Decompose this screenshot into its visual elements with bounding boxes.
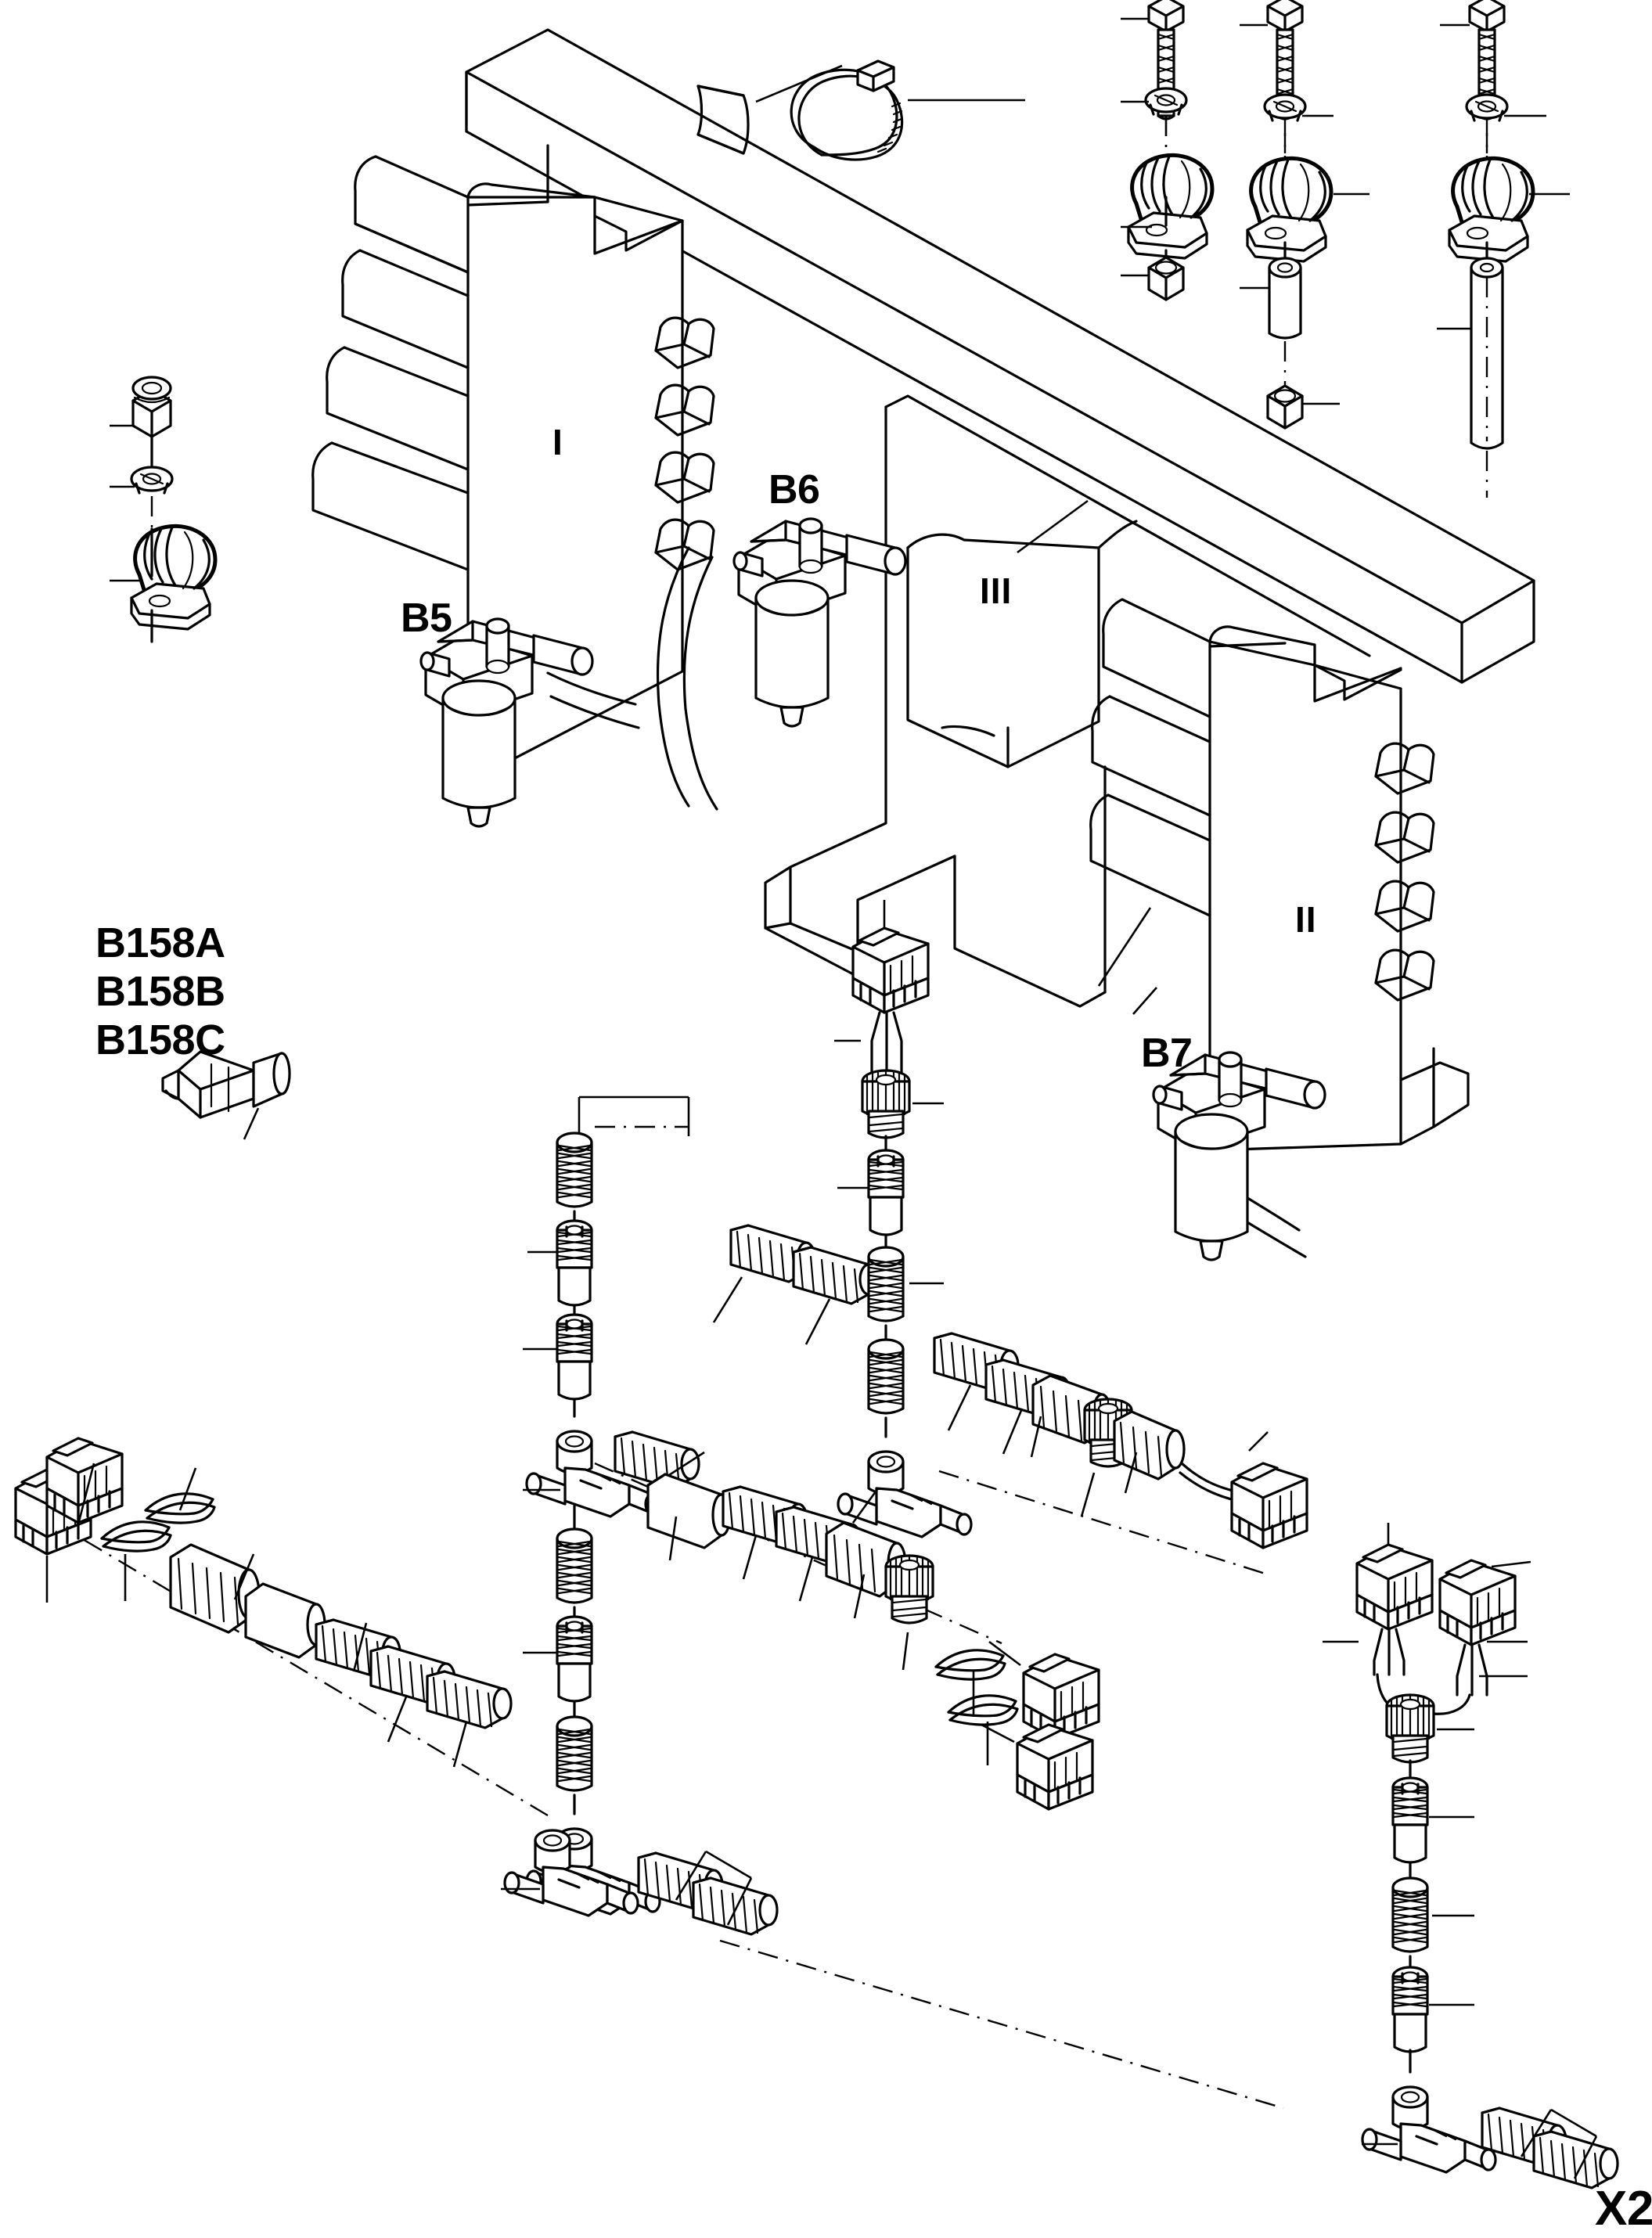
fitting-chain-diagonal-lower [14,1437,1284,2110]
label-section-one: I [552,422,563,462]
label-section-three: III [980,570,1013,611]
label-b5: B5 [401,595,452,641]
label-b158c: B158C [95,1016,225,1063]
fitting-chain-vertical-left [523,1096,689,1916]
fitting-chain-diagonal-middle [594,1430,1100,1811]
knurled-nut-2 [1113,1410,1186,1481]
bracket-assembly [311,28,1535,1152]
fitting-chain-diagonal-upper-right [933,1332,1308,1576]
shim-plate [696,85,750,155]
label-quantity-x2: X2 [1595,2182,1652,2236]
label-section-two: II [1295,899,1317,940]
fitting-chain-vertical-center [834,900,973,1538]
fitting-chain-diagonal-upper [595,1097,879,1345]
fitting-chain-vertical-right [1323,1523,1619,2189]
wire-bundle-right-1 [1373,1628,1405,1676]
clamp-stack-3 [1437,0,1570,498]
label-b7: B7 [1141,1031,1193,1076]
label-b6: B6 [768,467,820,513]
clamp-stack-1 [1121,0,1212,301]
clamp-stack-left [110,376,215,643]
clamp-stack-2 [1240,0,1369,430]
label-b158b: B158B [95,968,225,1015]
label-b158a: B158A [95,919,225,966]
